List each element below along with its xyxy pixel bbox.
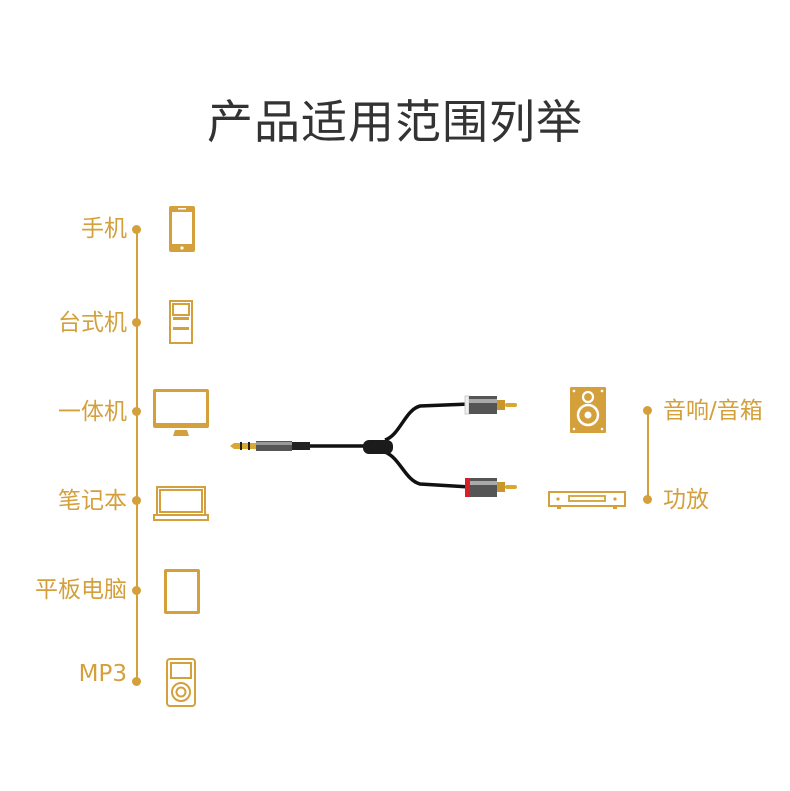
output-label-speaker: 音响/音箱 (663, 398, 763, 424)
monitor-icon (153, 389, 209, 437)
output-timeline-line (647, 410, 649, 500)
page-title: 产品适用范围列举 (207, 95, 583, 149)
mp3-player-icon (166, 658, 196, 707)
speaker-icon (570, 387, 606, 433)
timeline-dot (132, 496, 141, 505)
source-label-phone: 手机 (81, 216, 127, 242)
source-label-tablet: 平板电脑 (35, 577, 127, 603)
timeline-dot (132, 318, 141, 327)
source-label-laptop: 笔记本 (58, 488, 127, 514)
source-label-mp3: MP3 (78, 661, 127, 687)
timeline-dot (132, 586, 141, 595)
timeline-dot (643, 406, 652, 415)
tablet-icon (164, 569, 200, 614)
output-label-amplifier: 功放 (663, 487, 709, 513)
timeline-dot (643, 495, 652, 504)
y-splitter-cable-image (220, 380, 640, 520)
timeline-dot (132, 225, 141, 234)
timeline-dot (132, 677, 141, 686)
timeline-dot (132, 407, 141, 416)
source-label-desktop: 台式机 (58, 310, 127, 336)
desktop-tower-icon (169, 300, 193, 344)
source-label-all-in-one: 一体机 (58, 399, 127, 425)
laptop-icon (153, 486, 209, 521)
amplifier-icon (548, 491, 626, 510)
phone-icon (169, 206, 195, 252)
source-timeline-line (136, 229, 138, 681)
